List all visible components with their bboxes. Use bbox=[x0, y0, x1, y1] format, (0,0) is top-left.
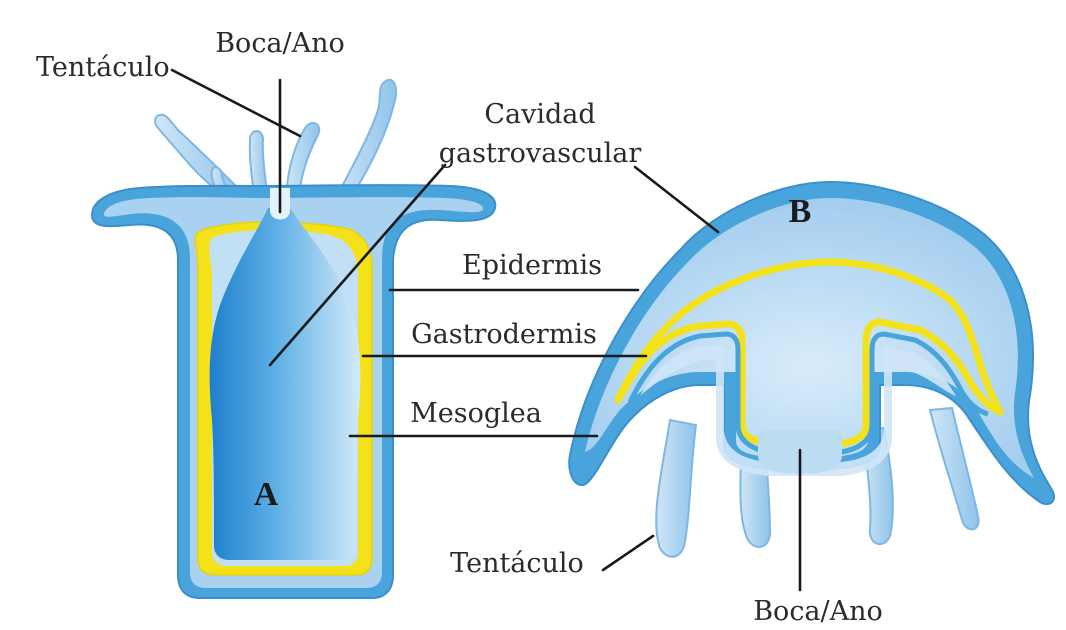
label-figure-b: B bbox=[789, 193, 812, 230]
label-cavidad-line2: gastrovascular bbox=[439, 138, 642, 169]
label-tentaculo-polyp: Tentáculo bbox=[36, 52, 170, 83]
label-cavidad-line1: Cavidad bbox=[484, 99, 595, 130]
label-mesoglea: Mesoglea bbox=[410, 398, 542, 429]
leader-cavidad-medusa bbox=[635, 167, 718, 232]
label-tentaculo-medusa: Tentáculo bbox=[450, 548, 584, 579]
medusa-figure bbox=[569, 182, 1054, 557]
label-boca-ano-medusa: Boca/Ano bbox=[753, 596, 883, 627]
medusa-tentacle-1 bbox=[656, 420, 696, 557]
label-boca-ano-polyp: Boca/Ano bbox=[215, 28, 345, 59]
label-epidermis: Epidermis bbox=[462, 250, 602, 281]
leader-tentaculo-medusa bbox=[603, 536, 653, 570]
label-gastrodermis: Gastrodermis bbox=[411, 319, 597, 350]
label-figure-a: A bbox=[254, 476, 279, 513]
medusa-tentacle-4 bbox=[930, 408, 979, 529]
